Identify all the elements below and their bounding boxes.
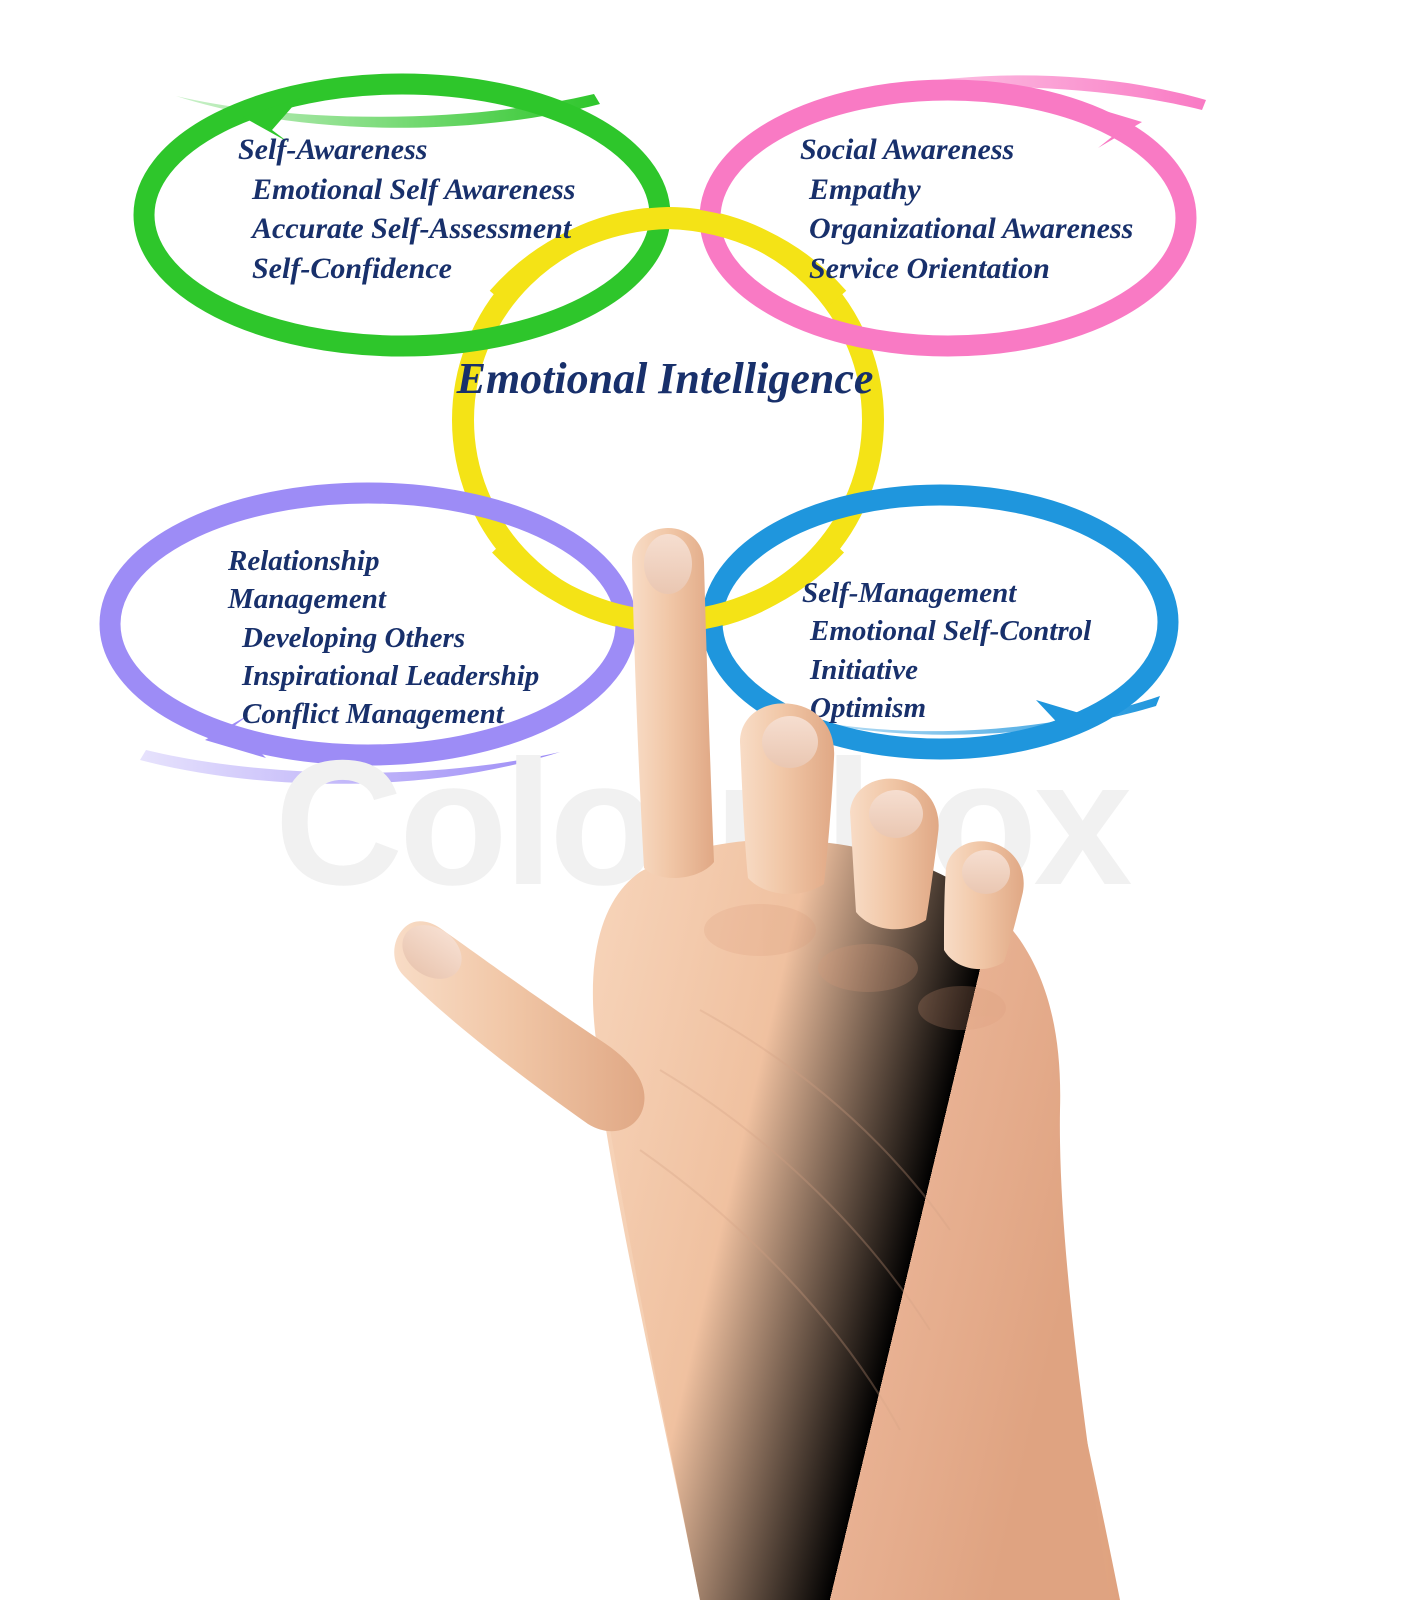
ring-social-awareness — [699, 75, 1206, 357]
ring-self-awareness — [133, 73, 671, 357]
ring-relationship-management — [99, 482, 637, 784]
ring-self-management — [701, 484, 1179, 760]
ring-center-overlaps — [489, 206, 847, 634]
